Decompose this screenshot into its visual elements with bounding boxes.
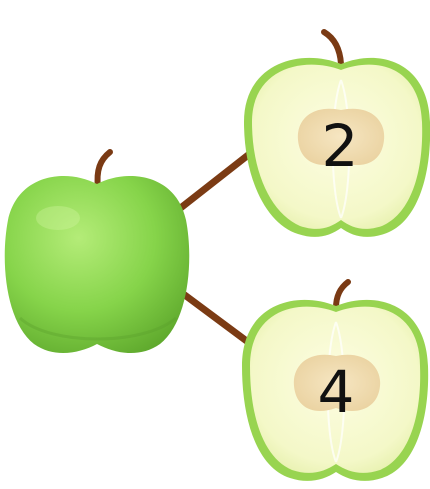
part-number-2: 4 — [318, 358, 355, 426]
green-apple-icon — [4, 149, 190, 354]
connector-line-bottom — [174, 286, 260, 352]
apple-half-icon — [242, 279, 429, 481]
part-apple-2: 4 — [242, 279, 429, 481]
part-apple-1: 2 — [244, 29, 430, 237]
whole-apple — [4, 149, 190, 354]
connector-line-top — [174, 148, 256, 214]
part-number-1: 2 — [322, 112, 359, 180]
apple-half-icon — [244, 29, 430, 237]
